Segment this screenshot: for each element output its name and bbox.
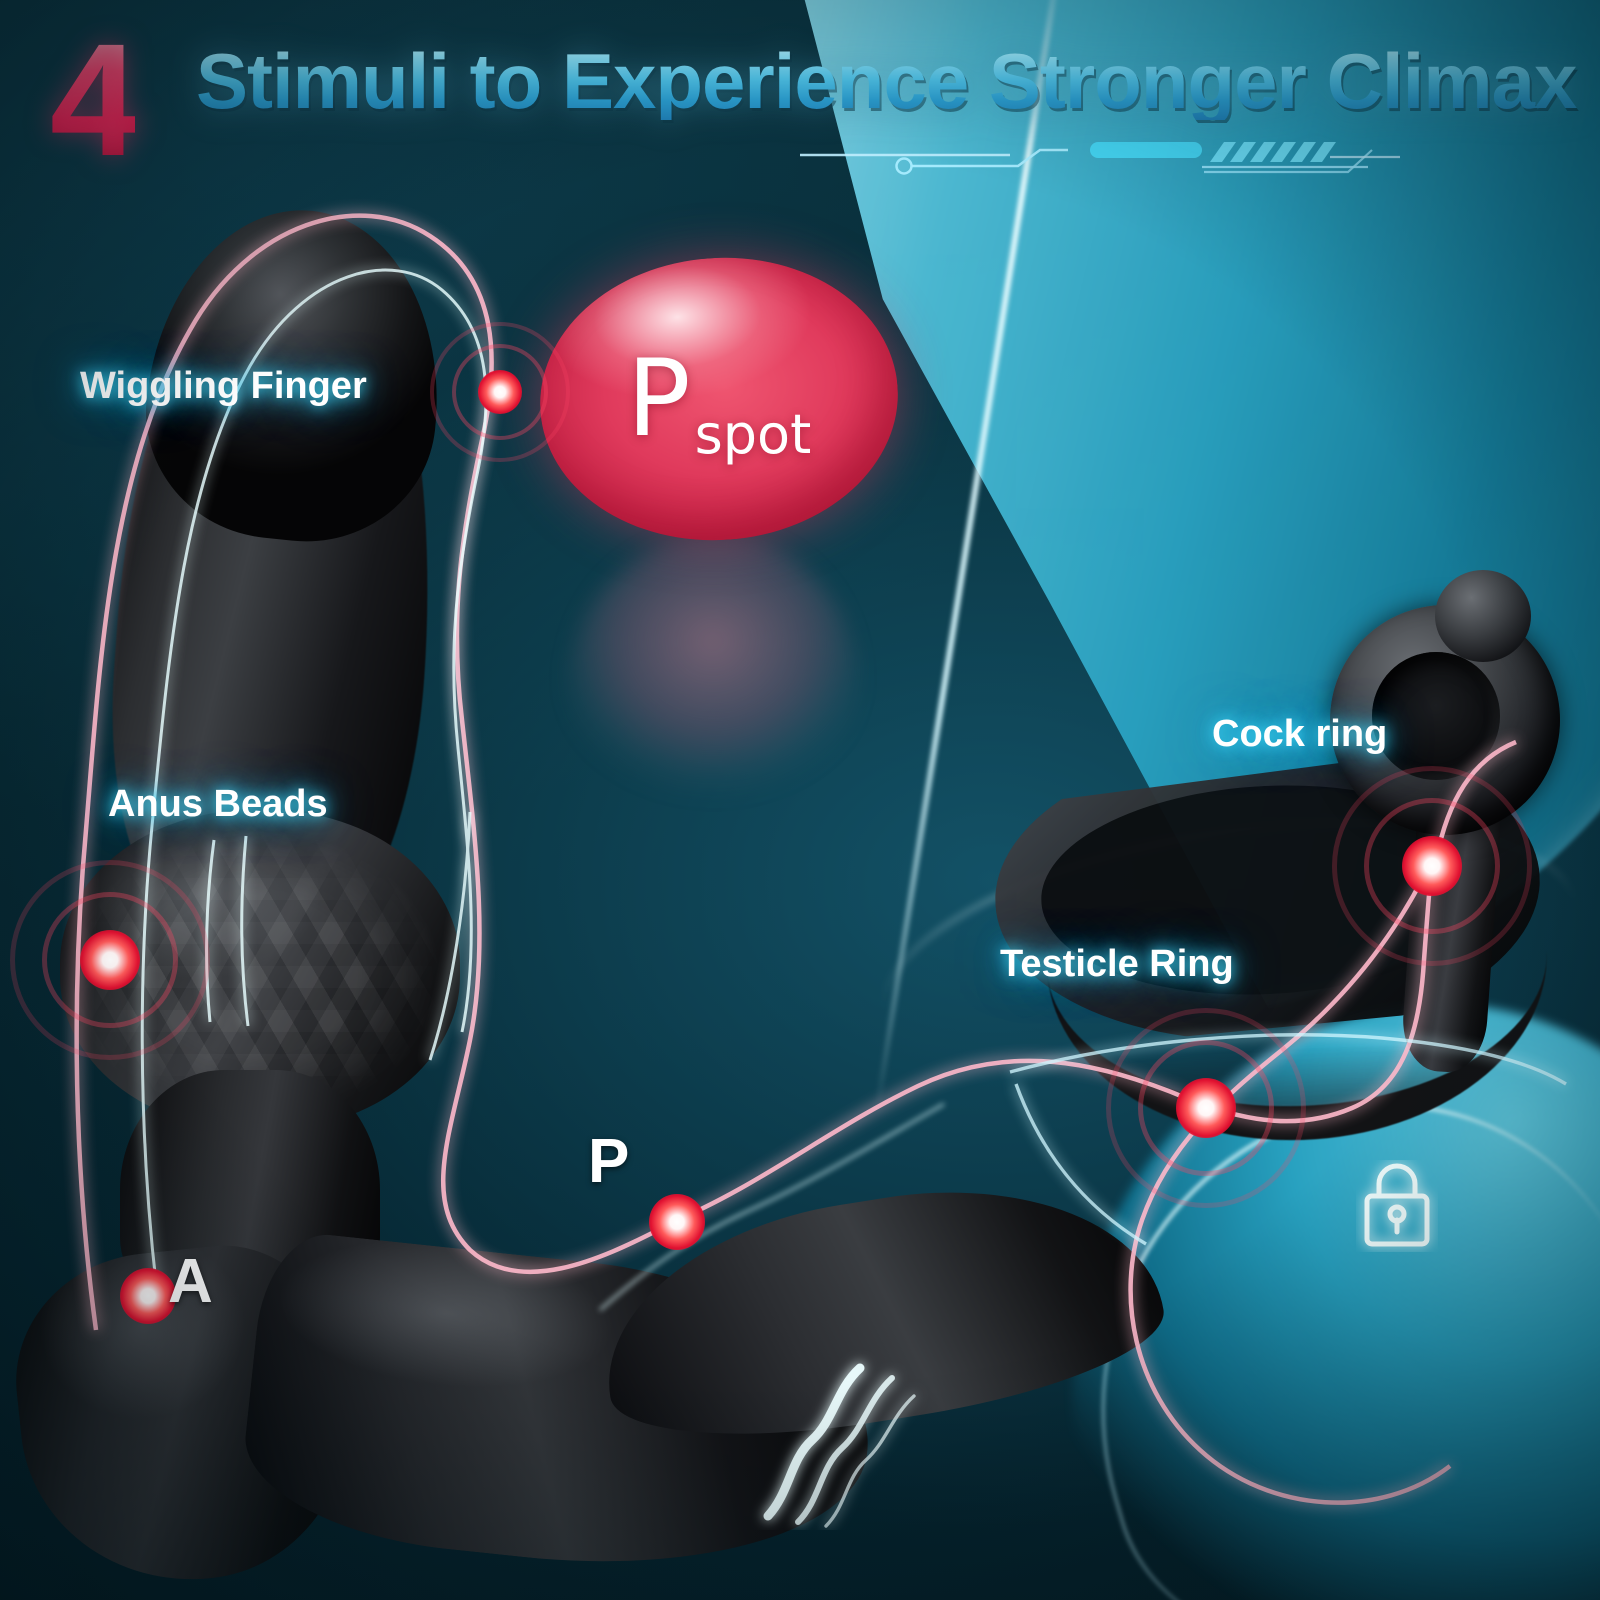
vignette-overlay	[0, 0, 1600, 1600]
infographic-canvas: P spot	[0, 0, 1600, 1600]
